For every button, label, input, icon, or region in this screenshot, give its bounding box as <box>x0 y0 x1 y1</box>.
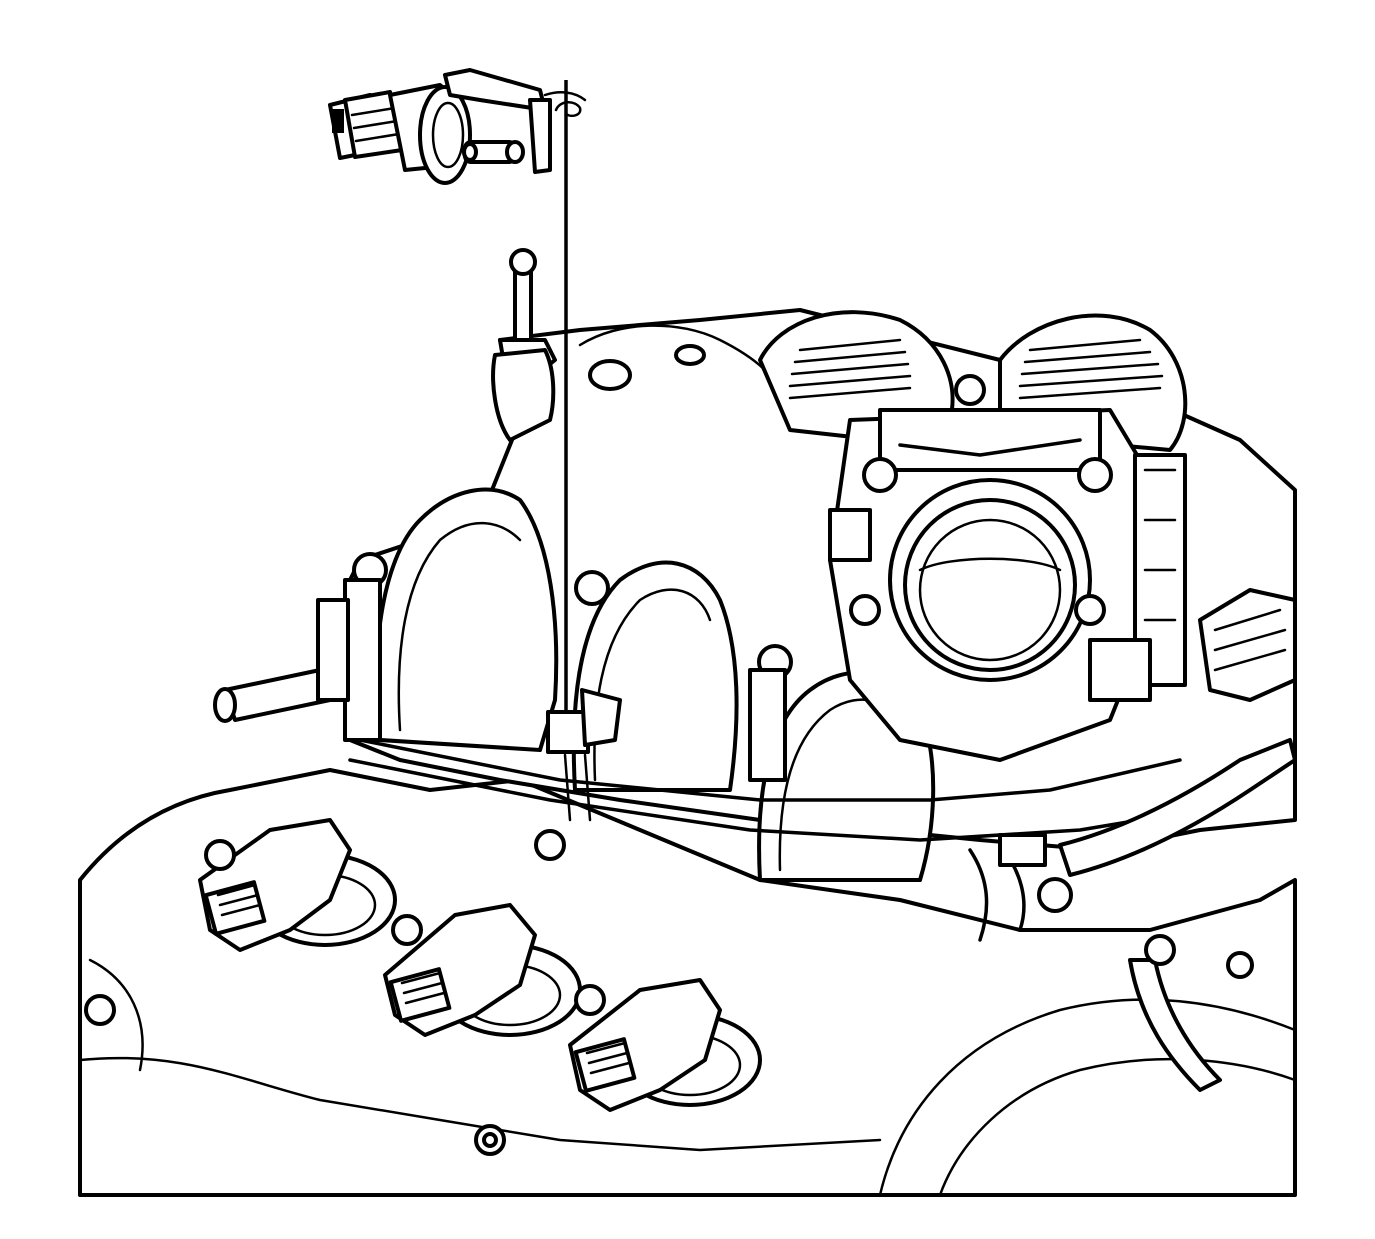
evap-purge-solenoid-valve <box>328 68 587 185</box>
mounting-clip <box>546 688 622 822</box>
ignition-coil-3 <box>568 978 762 1112</box>
ignition-coil-2 <box>383 903 582 1037</box>
mounting-stud <box>491 248 557 442</box>
throttle-body <box>758 310 1188 762</box>
ignition-coil-1 <box>198 818 397 952</box>
wiring-harness <box>968 588 1297 1092</box>
locator-line <box>554 80 582 715</box>
